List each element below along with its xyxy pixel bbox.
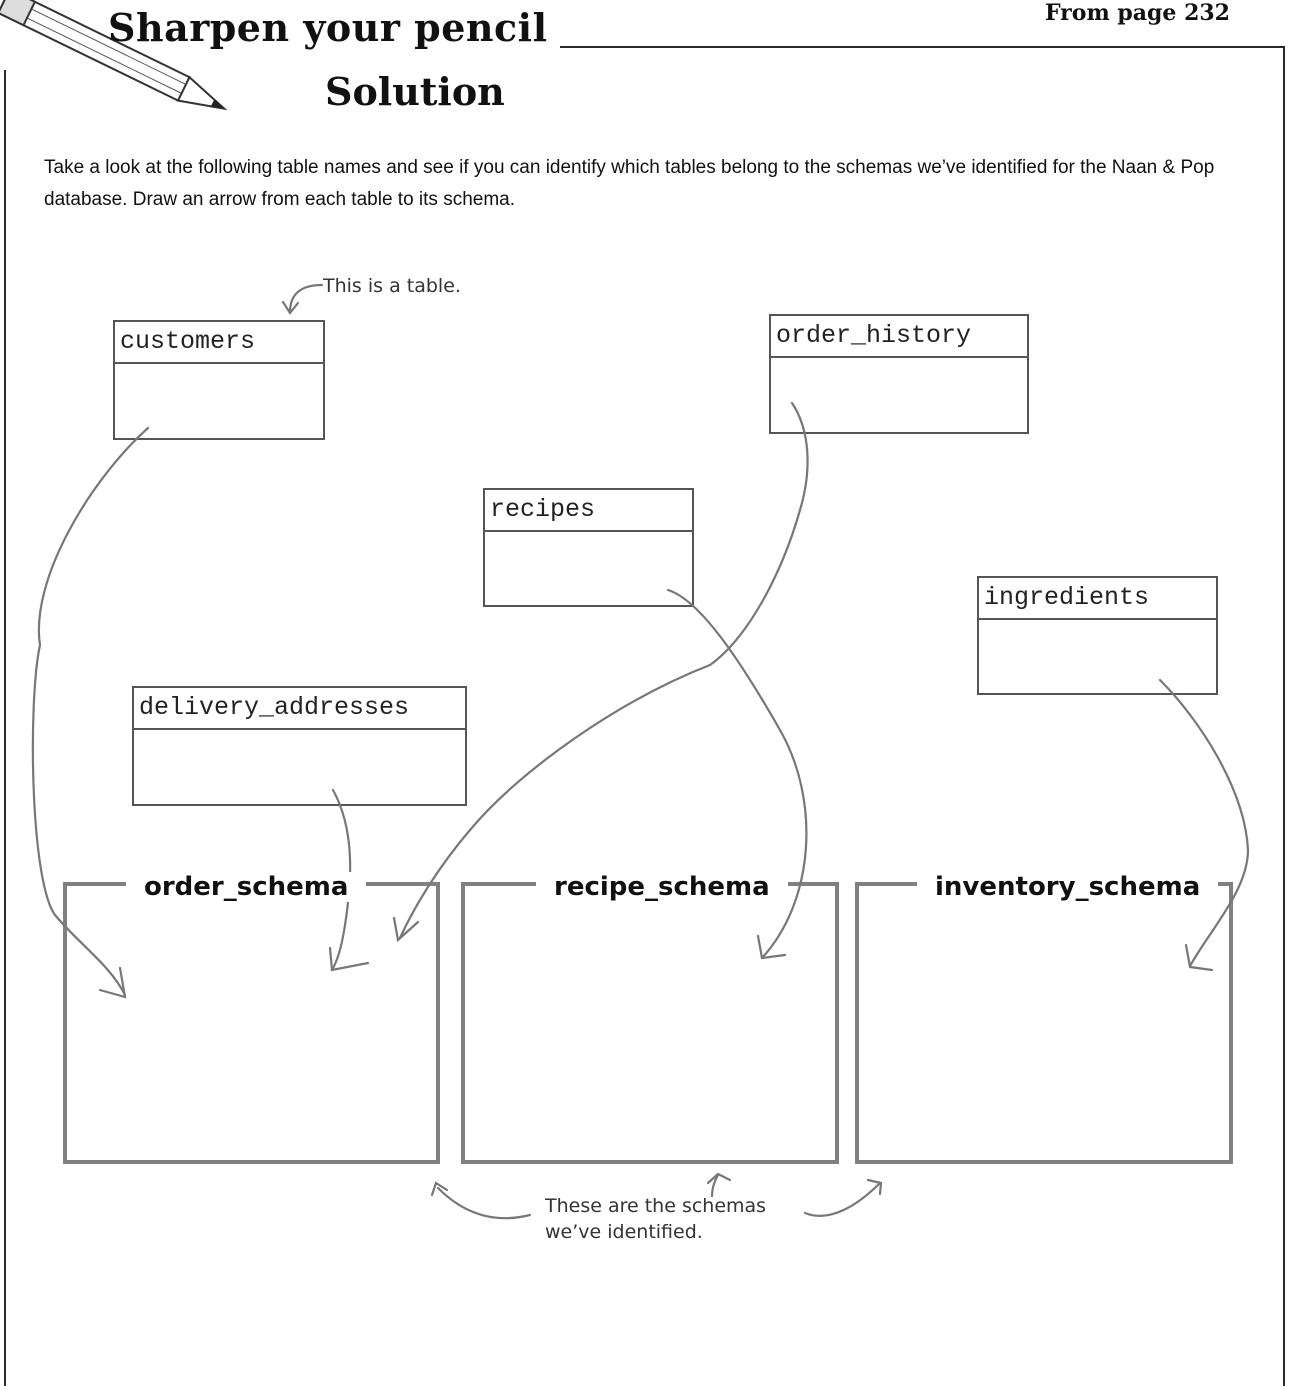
schema-note-line2: we’ve identified. <box>545 1221 703 1243</box>
schema-label-order: order_schema <box>126 872 367 902</box>
table-ingredients: ingredients <box>977 576 1218 695</box>
table-name: delivery_addresses <box>134 688 465 730</box>
solution-title: Solution <box>325 69 505 114</box>
table-name: recipes <box>485 490 692 532</box>
table-customers: customers <box>113 320 325 440</box>
table-recipes: recipes <box>483 488 694 607</box>
table-name: ingredients <box>979 578 1216 620</box>
page-frame <box>4 46 1285 1386</box>
table-note: This is a table. <box>323 275 461 297</box>
from-page-label: From page 232 <box>1044 0 1230 26</box>
table-name: customers <box>115 322 323 364</box>
pencil-icon <box>0 0 228 111</box>
schema-label-inventory: inventory_schema <box>917 872 1219 902</box>
instructions-text: Take a look at the following table names… <box>44 157 1215 210</box>
schema-label-recipe: recipe_schema <box>536 872 788 902</box>
table-delivery-addresses: delivery_addresses <box>132 686 467 806</box>
table-order-history: order_history <box>769 314 1029 434</box>
sharpen-title: Sharpen your pencil <box>108 5 548 50</box>
schema-note: These are the schemas we’ve identified. <box>545 1193 766 1245</box>
schema-note-line1: These are the schemas <box>545 1195 767 1217</box>
table-name: order_history <box>771 316 1027 358</box>
